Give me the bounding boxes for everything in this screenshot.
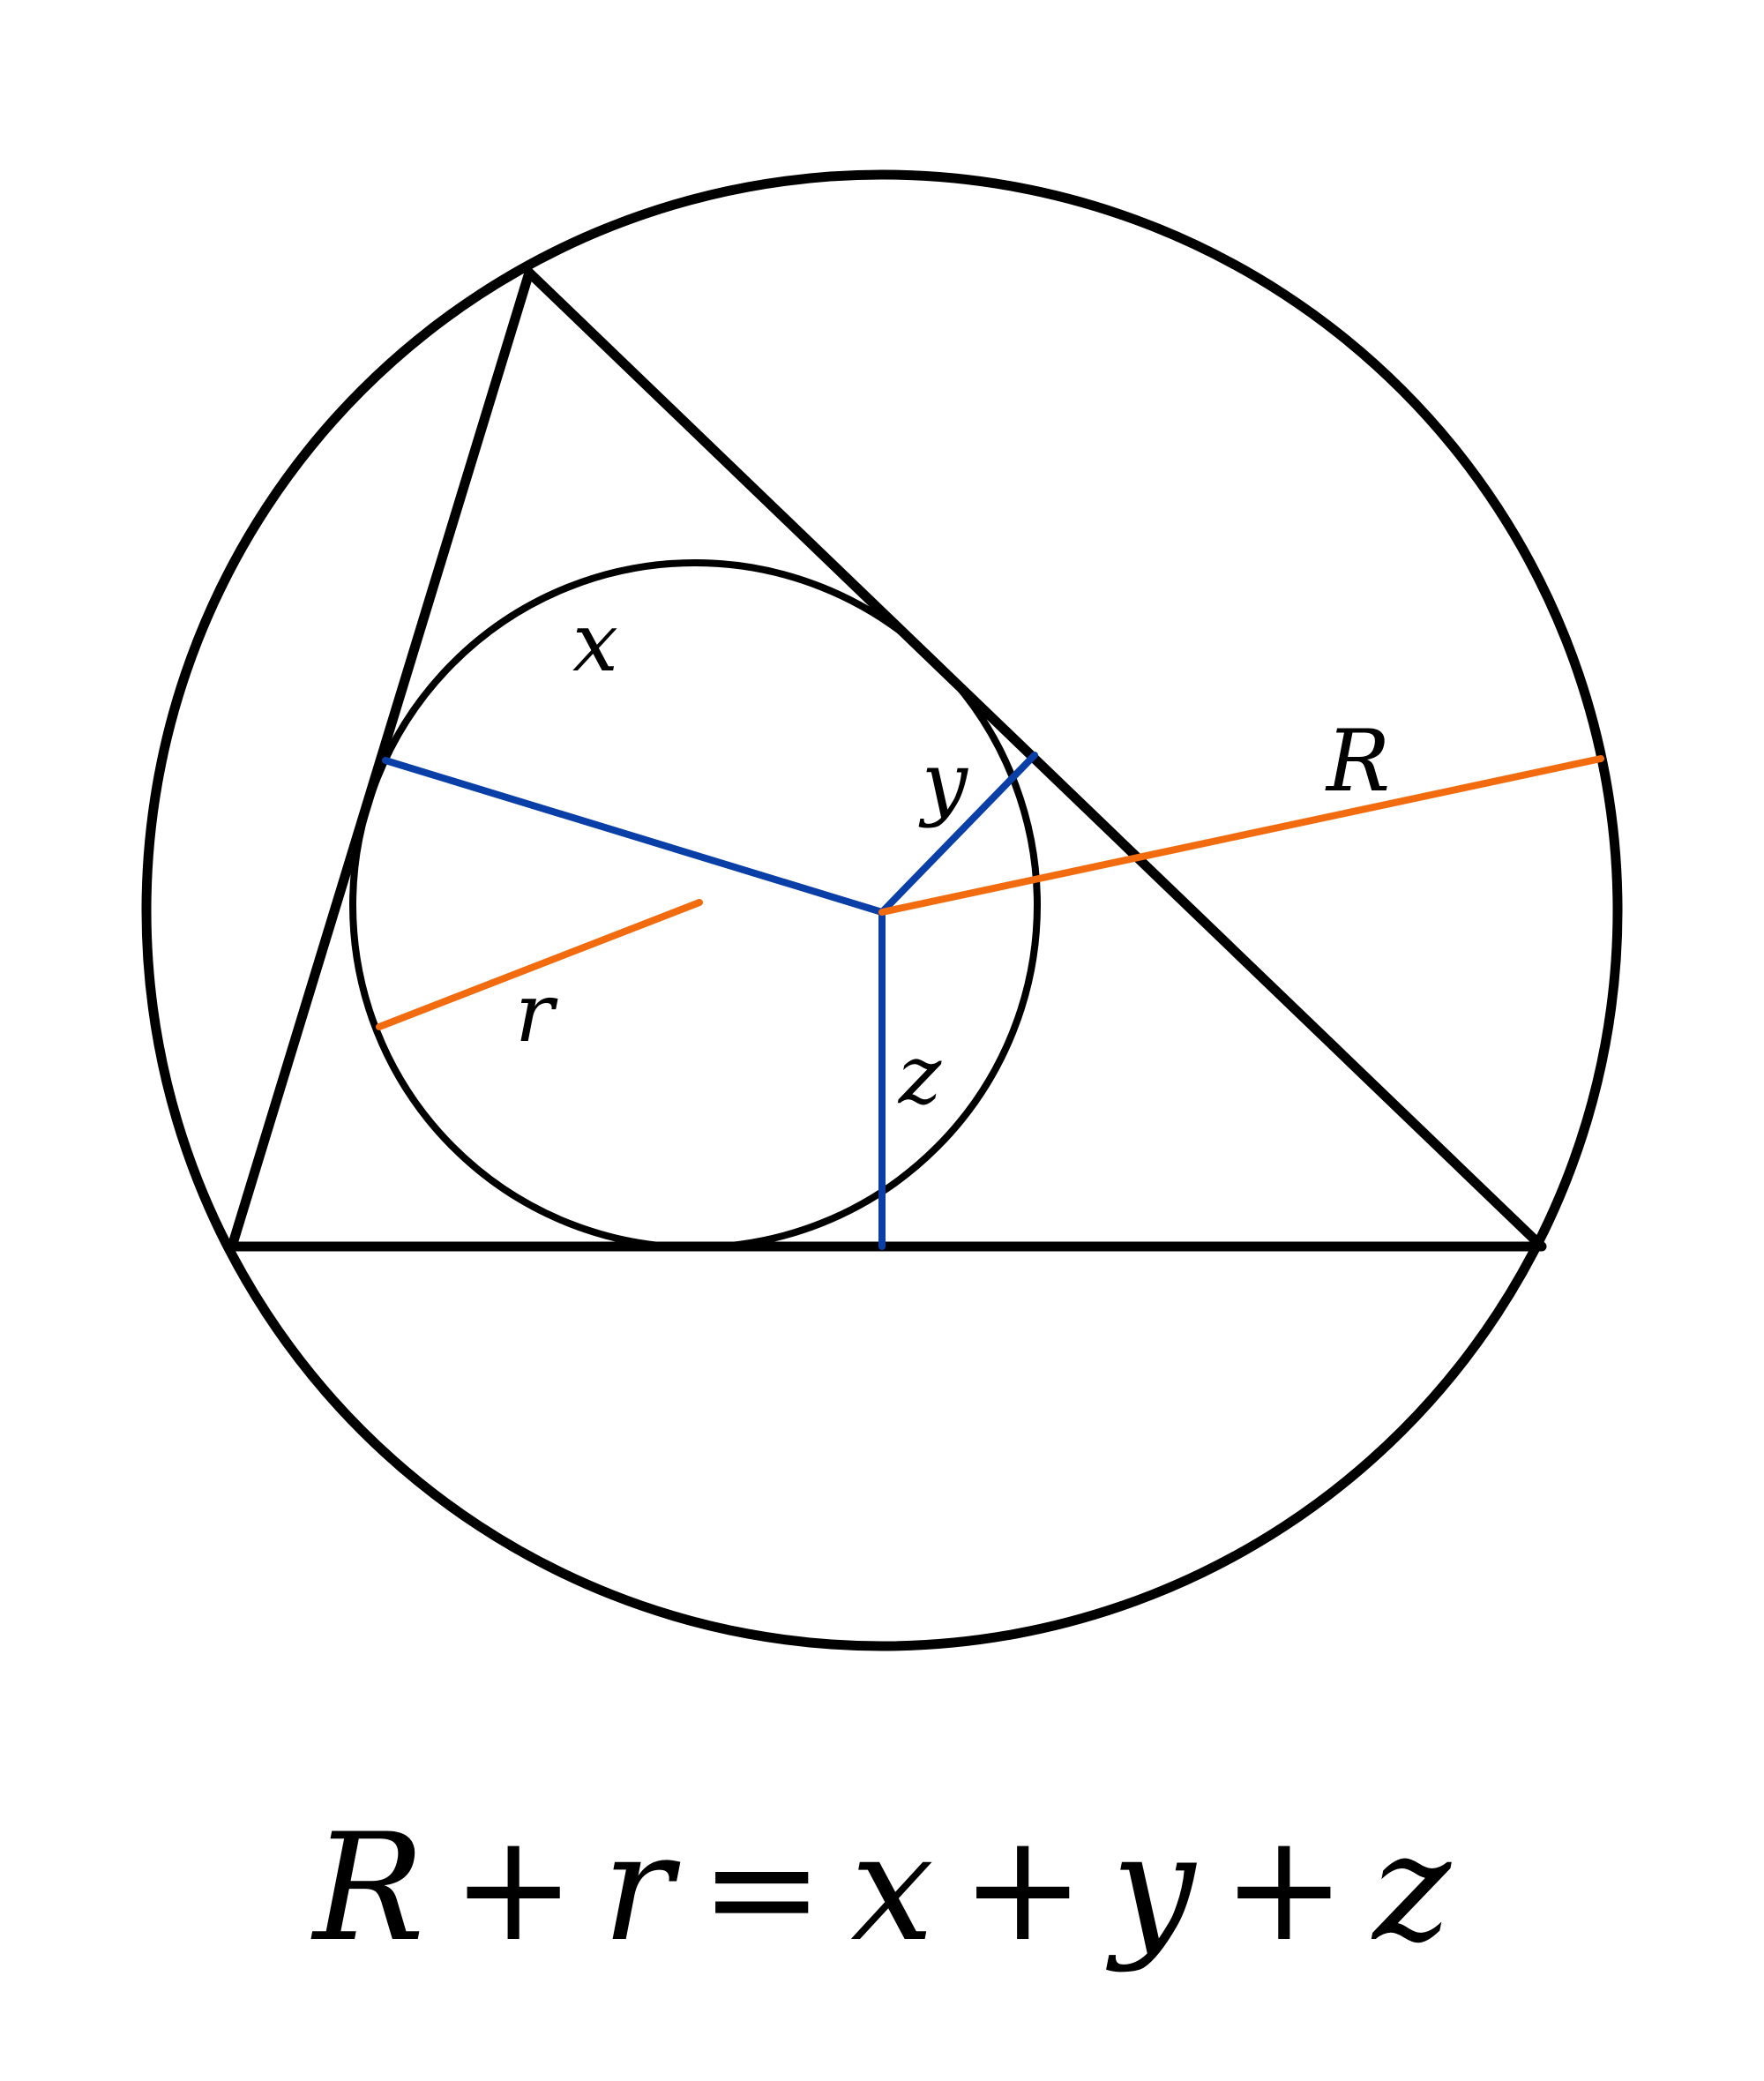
triangle: [227, 267, 1547, 1252]
label-z: z: [898, 1028, 942, 1122]
formula-equals: =: [699, 1801, 825, 1974]
circumradius-R: [878, 755, 1604, 916]
label-x: x: [572, 595, 618, 690]
segment-x: [382, 757, 886, 916]
formula-plus-2: +: [960, 1801, 1086, 1974]
circumcircle: [141, 169, 1623, 1651]
formula-plus-3: +: [1222, 1801, 1347, 1974]
formula-r: r: [602, 1801, 674, 1974]
formula-y: y: [1111, 1801, 1196, 1974]
distance-segments: [382, 752, 1038, 1250]
formula-container: R+r=x+y+z: [0, 1791, 1764, 1985]
label-r: r: [515, 966, 558, 1060]
label-y: y: [918, 735, 968, 829]
formula-plus-1: +: [451, 1801, 576, 1974]
formula-R: R: [313, 1801, 425, 1974]
formula: R+r=x+y+z: [313, 1801, 1451, 1974]
label-R: R: [1325, 712, 1390, 811]
radius-segments: [376, 755, 1604, 1030]
formula-x: x: [850, 1801, 935, 1974]
segment-y: [878, 752, 1038, 916]
formula-z: z: [1372, 1801, 1451, 1974]
inradius-r: [376, 899, 703, 1030]
